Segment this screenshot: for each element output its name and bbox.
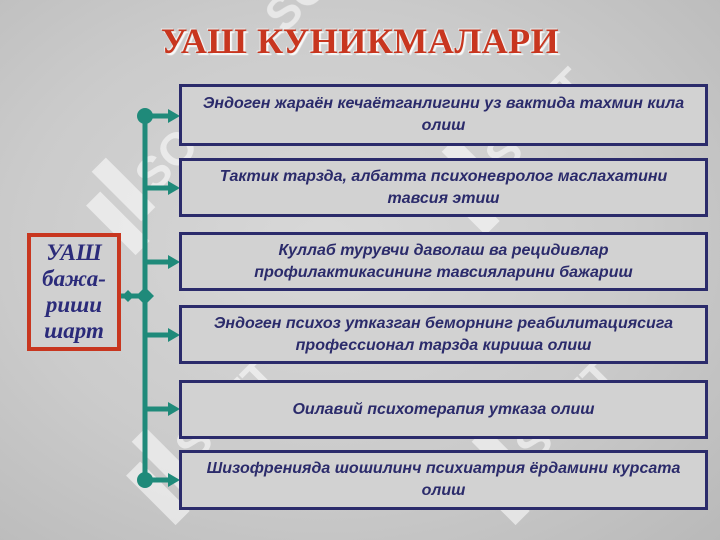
condition-label: УАШ бажа- риши шарт [42,240,106,343]
skill-item-text: Шизофренияда шошилинч психиатрия ёрдамин… [206,460,681,499]
arrow-icon [168,255,180,269]
skill-item: Эндоген психоз утказган беморнинг реабил… [179,305,708,364]
skill-item: Куллаб турувчи даволаш ва рецидивлар про… [179,232,708,291]
arrow-icon [168,402,180,416]
arrow-icon [168,473,180,487]
skill-item: Оилавий психотерапия утказа олиш [179,380,708,439]
node-dot [137,108,153,124]
skill-item-text: Тактик тарзда, албатта психоневролог мас… [219,167,668,207]
skill-item-text: Оилавий психотерапия утказа олиш [292,400,595,418]
skill-item-text: Куллаб турувчи даволаш ва рецидивлар про… [254,241,633,281]
skill-item: Тактик тарзда, албатта психоневролог мас… [179,158,708,217]
skill-item: Эндоген жараён кечаётганлигини уз вактид… [179,84,708,146]
condition-box: УАШ бажа- риши шарт [27,233,121,351]
page-title: УАШ КУНИКМАЛАРИ [160,21,560,61]
arrow-icon [168,109,180,123]
junction-diamond [136,287,154,305]
skill-item: Шизофренияда шошилинч психиатрия ёрдамин… [179,450,708,510]
arrow-icon [168,181,180,195]
node-dot [137,472,153,488]
skill-item-text: Эндоген жараён кечаётганлигини уз вактид… [202,95,685,134]
skill-item-text: Эндоген психоз утказган беморнинг реабил… [213,314,674,354]
arrow-icon [168,328,180,342]
junction-diamond [122,290,134,302]
